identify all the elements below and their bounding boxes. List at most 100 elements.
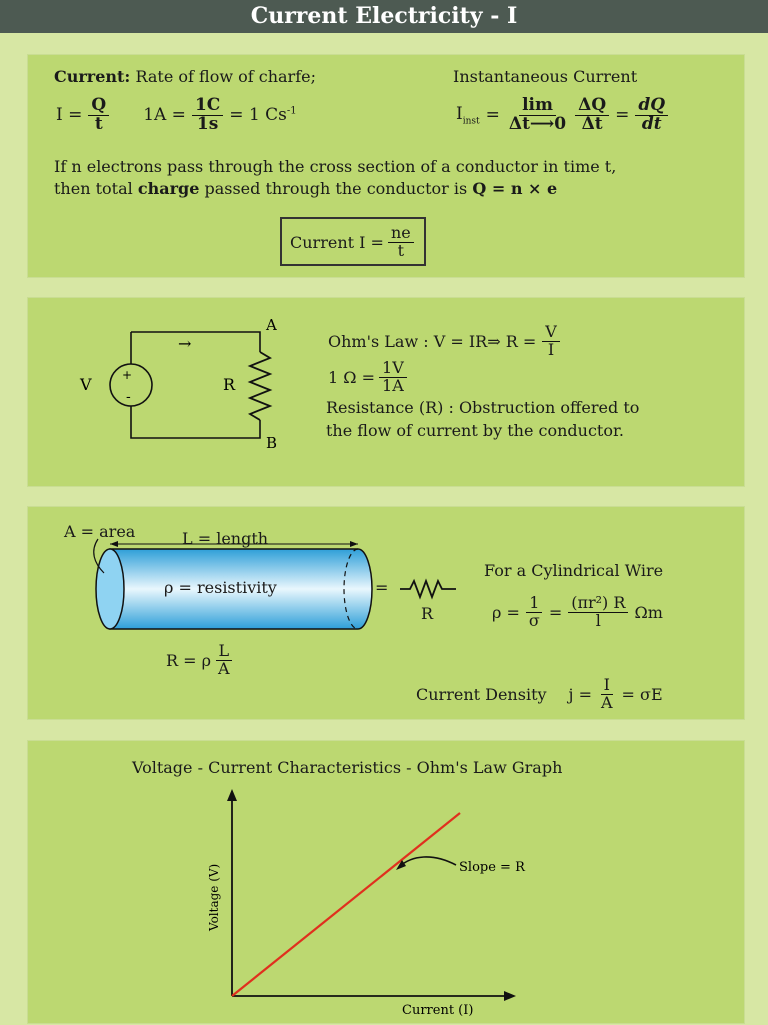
line2-mid: passed through the conductor is	[199, 179, 473, 198]
resistor-icon	[247, 351, 273, 421]
ohm-m: Ωm	[634, 602, 663, 622]
one: 1	[526, 594, 543, 613]
fraction-i-a: I A	[598, 676, 616, 712]
instantaneous-label: Instantaneous Current	[453, 67, 638, 86]
line2-eq: Q = n × e	[472, 179, 558, 198]
eq-1A: 1A =	[143, 105, 186, 126]
page-title: Current Electricity - I	[0, 0, 768, 33]
electron-text-line2: then total charge passed through the con…	[54, 179, 557, 198]
fraction-1-sigma: 1 σ	[526, 594, 543, 630]
cylinder-diagram	[93, 538, 456, 630]
fraction-1c-1s: 1C 1s	[191, 96, 224, 134]
j-pre: j =	[568, 684, 592, 704]
panel-graph: Voltage - Current Characteristics - Ohm'…	[27, 740, 745, 1024]
current-formula: I = Q t 1A = 1C 1s = 1 Cs-1	[56, 96, 297, 134]
label-V: V	[79, 375, 92, 394]
boxed-den: t	[397, 240, 405, 260]
eq-dQ2: dQ	[635, 96, 669, 116]
equals-sign: =	[375, 578, 389, 597]
fraction-1v-1a: 1V 1A	[379, 359, 407, 395]
label-R: R	[223, 375, 236, 394]
fraction-v-i: V I	[542, 323, 560, 359]
fraction-q-t: Q t	[88, 96, 110, 134]
eq-dt: Δt	[581, 113, 603, 134]
eq-I: I =	[56, 105, 83, 126]
eq-cs-exp: -1	[286, 105, 297, 117]
eq-lim: lim	[519, 96, 556, 116]
eq-Iinst: I	[456, 104, 463, 125]
ohm-num: V	[542, 323, 560, 342]
resistivity-label: ρ = resistivity	[164, 578, 277, 597]
ohms-law-line	[231, 812, 461, 997]
circuit-diagram: + - V R A B →	[79, 316, 277, 452]
graph-title: Voltage - Current Characteristics - Ohm'…	[132, 758, 563, 777]
current-def-text: Rate of flow of charfe;	[135, 67, 316, 86]
boxed-num: ne	[387, 224, 414, 243]
instantaneous-formula: Iinst = lim Δt⟶0 ΔQ Δt = dQ dt	[456, 96, 669, 134]
line2-charge: charge	[137, 179, 200, 198]
fraction-ne-t: ne t	[387, 224, 414, 260]
slope-label: Slope = R	[459, 860, 526, 875]
eq-1C: 1C	[191, 96, 224, 116]
formula-den: A	[218, 658, 230, 678]
panel-ohms-law: + - V R A B → Ohm's Law : V = IR⇒ R = V …	[27, 297, 745, 487]
unit-num: 1V	[379, 359, 407, 378]
density-label: Current Density	[416, 684, 547, 704]
eq-t: t	[94, 113, 103, 134]
resistor-symbol-icon	[400, 578, 456, 600]
formula-pre: R = ρ	[166, 650, 212, 670]
pir2: (πr²) R	[568, 594, 629, 613]
plus-sign: +	[122, 368, 132, 382]
eq-dQ: ΔQ	[575, 96, 610, 116]
current-definition: Current: Rate of flow of charfe;	[54, 67, 316, 86]
y-axis-label: Voltage (V)	[207, 864, 221, 932]
eq-equals-2: =	[615, 105, 630, 126]
eq-Q: Q	[88, 96, 110, 116]
length-label: L = length	[182, 529, 269, 548]
label-A: A	[265, 316, 277, 334]
line2-pre: then total	[54, 179, 138, 198]
electron-text-line1: If n electrons pass through the cross se…	[54, 157, 617, 176]
ohm-unit-formula: 1 Ω = 1V 1A	[328, 359, 407, 395]
unit-pre: 1 Ω =	[328, 367, 376, 387]
boxed-formula: Current I = ne t	[280, 217, 426, 266]
fraction-pir2-l: (πr²) R l	[568, 594, 629, 630]
unit-den: 1A	[382, 375, 404, 395]
ohm-pre: Ohm's Law : V = IR⇒ R =	[328, 331, 537, 351]
current-label: Current:	[54, 67, 131, 86]
label-B: B	[266, 434, 277, 452]
r-label: R	[421, 604, 434, 623]
voltage-source-icon	[109, 363, 153, 407]
fraction-l-a: L A	[215, 642, 233, 678]
eq-equals: =	[485, 105, 500, 126]
sigma: σ	[528, 610, 540, 630]
resistivity-formula: ρ = 1 σ = (πr²) R l Ωm	[492, 594, 663, 630]
cylindrical-wire-title: For a Cylindrical Wire	[484, 561, 664, 580]
eq-1s: 1s	[196, 113, 219, 134]
equals-2: =	[548, 602, 563, 622]
resistance-line2: the flow of current by the conductor.	[326, 421, 624, 440]
j-post: = σE	[621, 684, 663, 704]
area-label: A = area	[64, 522, 136, 541]
resistance-line1: Resistance (R) : Obstruction offered to	[326, 398, 640, 417]
lim-expression: lim Δt⟶0	[506, 96, 569, 134]
j-den: A	[600, 692, 613, 712]
fraction-dq2-dt2: dQ dt	[635, 96, 669, 134]
panel-current: Current: Rate of flow of charfe; Instant…	[27, 54, 745, 278]
rho-eq: ρ =	[492, 602, 520, 622]
minus-sign: -	[126, 389, 131, 405]
eq-lim-sub: Δt⟶0	[508, 113, 567, 134]
x-axis-label: Current (I)	[402, 1003, 473, 1018]
current-arrow-icon: →	[178, 334, 191, 353]
resistance-formula: R = ρ L A	[166, 642, 233, 678]
ohms-law-graph: Voltage (V) Current (I) Slope = R	[207, 789, 526, 1018]
panel-resistivity: A = area L = length ρ = resistivity = R …	[27, 506, 745, 720]
j-num: I	[600, 676, 613, 695]
eq-dt2: dt	[641, 113, 662, 134]
ohms-law-formula: Ohm's Law : V = IR⇒ R = V I	[328, 323, 560, 359]
ohm-den: I	[547, 339, 555, 359]
formula-num: L	[215, 642, 233, 661]
eq-Iinst-sub: inst	[462, 116, 480, 127]
l-den: l	[595, 610, 601, 630]
current-density-formula: Current Density j = I A = σE	[416, 676, 663, 712]
